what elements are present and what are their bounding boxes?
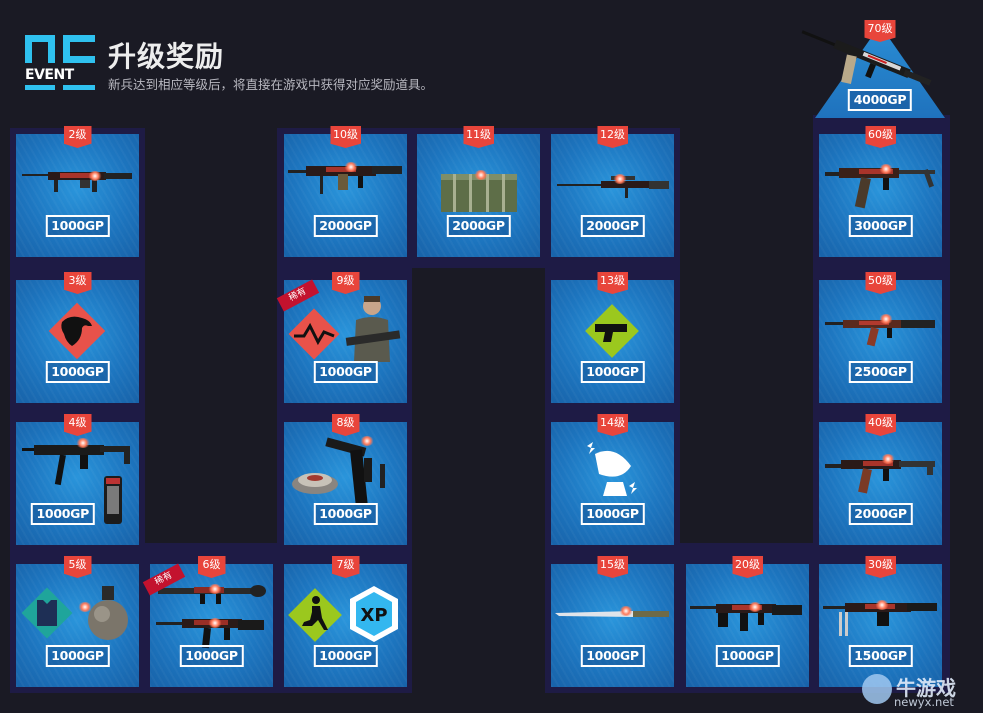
heartbeat-icon (288, 308, 340, 360)
logo-event-text: EVENT (25, 67, 74, 83)
mine-icon (292, 473, 338, 494)
reward-card-level-30[interactable]: 30级 1500GP (819, 556, 942, 687)
price-label: 4000GP (847, 89, 913, 111)
price-label: 1000GP (580, 645, 645, 667)
watermark-url: newyx.net (894, 695, 954, 709)
level-badge: 20级 (732, 556, 763, 578)
reward-card-level-60[interactable]: 60级 3000GP (819, 126, 942, 257)
page-title: 升级奖励 (108, 40, 225, 73)
reward-card-level-50[interactable]: 50级 2500GP (819, 272, 942, 403)
price-label: 1500GP (848, 645, 913, 667)
price-label: 2000GP (446, 215, 511, 237)
level-badge: 10级 (330, 126, 361, 148)
price-label: 1000GP (45, 361, 110, 383)
price-label: 1000GP (45, 645, 110, 667)
smg-icon (325, 437, 385, 505)
level-badge: 50级 (865, 272, 896, 294)
reward-card-level-8[interactable]: 8级 1000GP (284, 414, 407, 545)
grenade-icon (88, 586, 128, 640)
reward-card-level-14[interactable]: 14级 1000GP (551, 414, 674, 545)
level-badge: 30级 (865, 556, 896, 578)
price-label: 1000GP (313, 503, 378, 525)
rifle-icon (22, 172, 132, 192)
reward-card-level-2[interactable]: 2级 1000GP (16, 126, 139, 257)
price-label: 1000GP (30, 503, 95, 525)
grenade-icon (104, 476, 122, 524)
level-badge: 70级 (864, 20, 896, 42)
price-label: 2500GP (848, 361, 913, 383)
level-badge: 8级 (331, 414, 360, 436)
blade-icon (555, 611, 669, 617)
level-badge: 5级 (63, 556, 92, 578)
price-label: 3000GP (848, 215, 913, 237)
level-badge: 7级 (331, 556, 360, 578)
reward-card-level-7[interactable]: 7级 XP 1000GP (284, 556, 407, 687)
reward-card-level-4[interactable]: 4级 1000GP (16, 414, 139, 545)
reward-card-level-15[interactable]: 15级 1000GP (551, 556, 674, 687)
level-badge: 2级 (63, 126, 92, 148)
assault-rifle-icon (825, 168, 935, 209)
level-badge: 9级 (331, 272, 360, 294)
event-logo: EVENT (25, 35, 95, 91)
price-label: 2000GP (580, 215, 645, 237)
rifle-icon (690, 604, 802, 631)
ak-rifle-icon (825, 320, 935, 347)
site-watermark: 牛游戏 newyx.net (860, 670, 980, 710)
assault-rifle-icon (801, 30, 932, 86)
level-badge: 13级 (597, 272, 628, 294)
page-subtitle: 新兵达到相应等级后，将直接在游戏中获得对应奖励道具。 (108, 77, 434, 92)
price-label: 1000GP (715, 645, 780, 667)
level-badge: 14级 (597, 414, 628, 436)
watermark-name: 牛游戏 (896, 676, 956, 700)
price-label: 2000GP (848, 503, 913, 525)
reward-card-level-9[interactable]: 稀有 9级 1000GP (276, 272, 407, 403)
reward-card-level-11[interactable]: 11级 2000GP (417, 126, 540, 257)
assault-rifle-icon (825, 460, 935, 494)
price-label: 1000GP (179, 645, 244, 667)
level-badge: 3级 (63, 272, 92, 294)
price-label: 1000GP (580, 361, 645, 383)
frame-row-top (10, 262, 145, 274)
reward-card-level-3[interactable]: 3级 1000GP (16, 272, 139, 403)
reward-card-level-5[interactable]: 5级 1000GP (16, 556, 139, 687)
level-badge: 15级 (597, 556, 628, 578)
reward-card-level-6[interactable]: 稀有 6级 1000GP (142, 556, 273, 687)
price-label: 1000GP (313, 645, 378, 667)
price-label: 1000GP (580, 503, 645, 525)
pistol-spray-icon (585, 304, 639, 358)
reward-card-level-10[interactable]: 10级 2000GP (284, 126, 407, 257)
xp-icon: XP (350, 586, 398, 642)
level-badge: 6级 (197, 556, 226, 578)
eagle-spray-icon (48, 302, 106, 360)
machine-gun-icon (288, 166, 402, 194)
level-badge: 12级 (597, 126, 628, 148)
reward-card-level-40[interactable]: 40级 2000GP (819, 414, 942, 545)
level-badge: 11级 (463, 126, 494, 148)
price-label: 1000GP (45, 215, 110, 237)
vest-icon (21, 587, 73, 639)
price-label: 2000GP (313, 215, 378, 237)
level-badge: 40级 (865, 414, 896, 436)
price-label: 1000GP (313, 361, 378, 383)
mascot-icon (862, 674, 892, 704)
reward-card-level-12[interactable]: 12级 2000GP (551, 126, 674, 257)
radar-dish-icon (587, 442, 637, 496)
xp-label: XP (360, 605, 387, 626)
smg-icon (22, 445, 130, 486)
sprint-icon (288, 588, 342, 642)
reward-card-level-20[interactable]: 20级 1000GP (686, 556, 809, 687)
level-badge: 4级 (63, 414, 92, 436)
reward-card-level-13[interactable]: 13级 1000GP (551, 272, 674, 403)
character-icon (345, 296, 401, 362)
level-badge: 60级 (865, 126, 896, 148)
